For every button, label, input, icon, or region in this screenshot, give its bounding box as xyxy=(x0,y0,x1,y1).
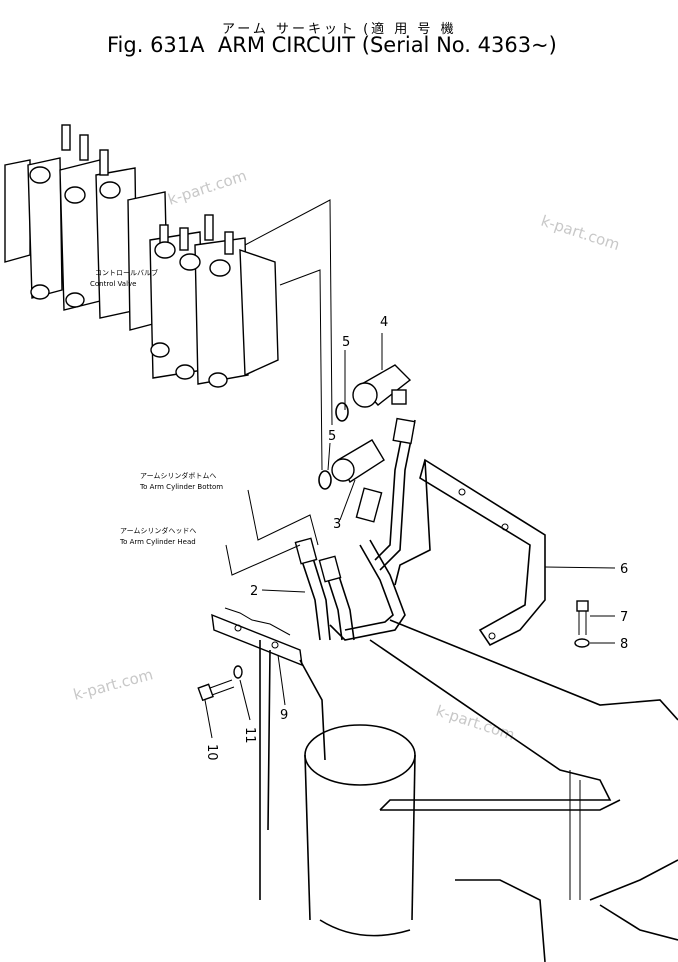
callout-6: 6 xyxy=(620,562,628,577)
washer-8 xyxy=(574,638,590,648)
to-arm-cylinder-bottom-label-en: To Arm Cylinder Bottom xyxy=(139,483,223,491)
bracket-6 xyxy=(394,458,546,647)
figure-title: Fig. 631A ARM CIRCUIT (Serial No. 4363~) xyxy=(107,33,557,57)
clamp-9 xyxy=(211,607,303,667)
watermark: k-part.com xyxy=(166,166,249,208)
callout-2: 2 xyxy=(250,584,258,599)
o-ring-5b xyxy=(318,470,332,490)
callout-10: 10 xyxy=(204,744,219,761)
control-valve xyxy=(4,124,279,388)
callout-4: 4 xyxy=(380,315,388,330)
elbow-fitting-4 xyxy=(352,364,412,408)
callout-8: 8 xyxy=(620,637,628,652)
callout-5: 5 xyxy=(328,429,336,444)
callout-9: 9 xyxy=(280,708,288,723)
to-arm-cylinder-head-label-jp: アームシリンダヘッドへ xyxy=(120,526,196,535)
washer-11 xyxy=(233,665,243,679)
control-valve-label-jp: コントロールバルブ xyxy=(95,268,158,277)
watermark: k-part.com xyxy=(539,212,622,254)
callout-7: 7 xyxy=(620,610,628,625)
arm-frame xyxy=(259,619,678,962)
callout-5: 5 xyxy=(342,335,350,350)
serial-range: (Serial No. 4363~) xyxy=(361,33,557,57)
title-japanese: アーム サーキット (適 用 号 機 xyxy=(222,22,457,37)
figure-title-en: ARM CIRCUIT xyxy=(217,33,356,57)
bolt-10 xyxy=(197,679,235,702)
to-arm-cylinder-head-label-en: To Arm Cylinder Head xyxy=(119,538,196,546)
callout-11: 11 xyxy=(242,727,257,744)
control-valve-label-en: Control Valve xyxy=(90,280,136,288)
watermark: k-part.com xyxy=(71,665,155,704)
bolt-7 xyxy=(576,600,589,635)
figure-number: Fig. 631A xyxy=(107,33,205,57)
elbow-fitting-3 xyxy=(331,439,385,483)
to-arm-cylinder-bottom-label-jp: アームシリンダボトムへ xyxy=(140,471,216,480)
o-ring-5a xyxy=(335,402,349,422)
watermark: k-part.com xyxy=(434,702,517,744)
callout-3: 3 xyxy=(333,517,341,532)
